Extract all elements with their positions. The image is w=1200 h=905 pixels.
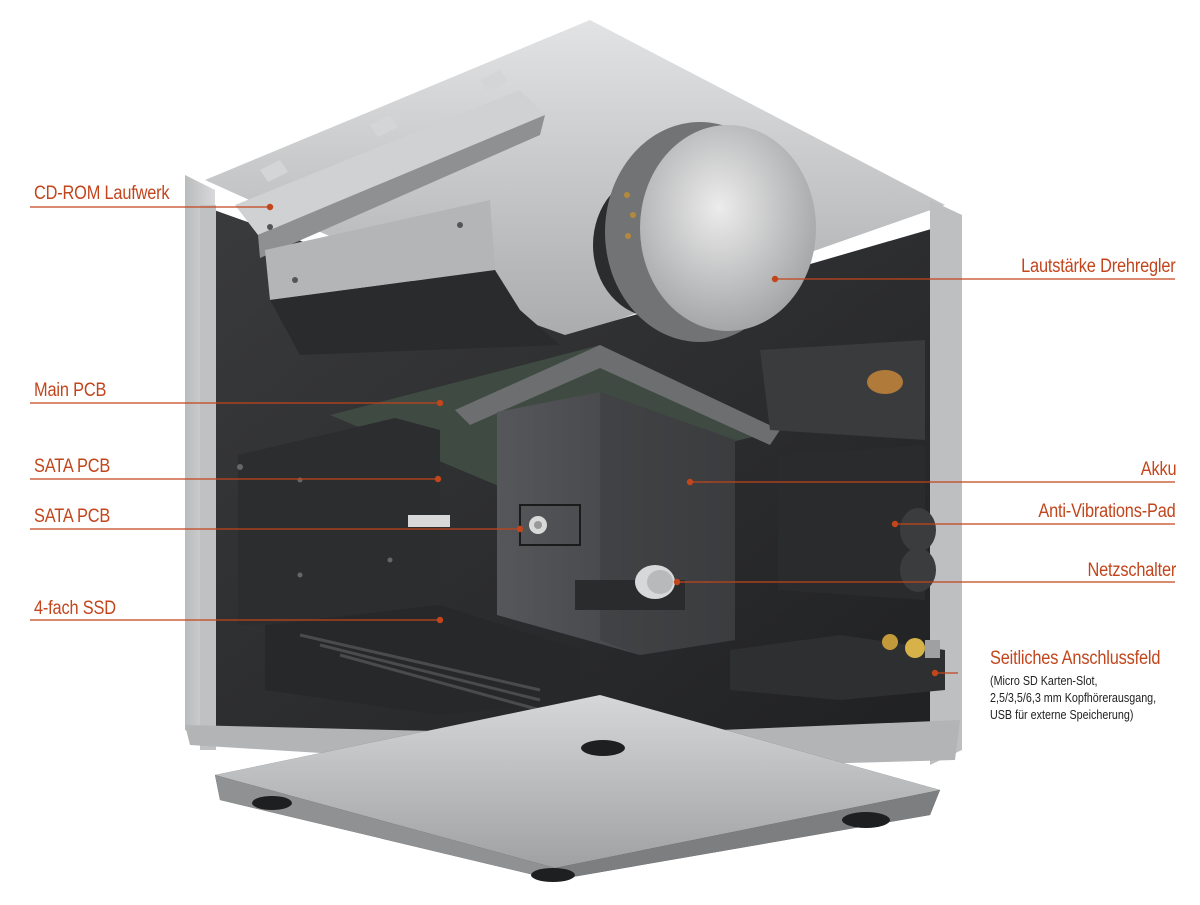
dot-battery	[686, 478, 694, 486]
dot-anti-vibration	[891, 520, 899, 528]
anti-vibration-pad	[778, 445, 936, 600]
side-connector-panel	[730, 634, 945, 700]
sata-pcb	[237, 418, 450, 625]
side-panel-detail-line: USB für externe Speicherung)	[990, 708, 1134, 722]
label-side-panel: Seitliches Anschlussfeld	[990, 648, 1161, 669]
cd-rom-drive	[235, 70, 560, 355]
label-sata-pcb-2: SATA PCB	[34, 506, 111, 527]
dot-sata-pcb-2	[516, 525, 524, 533]
label-sata-pcb-1: SATA PCB	[34, 456, 111, 477]
label-main-pcb: Main PCB	[34, 380, 107, 401]
base-plate	[215, 695, 940, 882]
dot-cd-rom	[266, 203, 274, 211]
label-cd-rom: CD-ROM Laufwerk	[34, 183, 170, 204]
dot-volume-knob	[771, 275, 779, 283]
power-switch	[575, 565, 685, 610]
leader-lines	[30, 206, 1175, 674]
dot-side-panel	[931, 669, 939, 677]
battery-block	[497, 392, 735, 655]
side-panel-details: (Micro SD Karten-Slot, 2,5/3,5/6,3 mm Ko…	[990, 673, 1156, 724]
dot-main-pcb	[436, 399, 444, 407]
dot-ssd	[436, 616, 444, 624]
dot-power-switch	[673, 578, 681, 586]
label-volume-knob: Lautstärke Drehregler	[1021, 256, 1177, 277]
side-panel-detail-line: (Micro SD Karten-Slot,	[990, 674, 1098, 688]
label-anti-vibration: Anti-Vibrations-Pad	[1038, 501, 1176, 522]
label-power-switch: Netzschalter	[1087, 560, 1176, 581]
ssd-stack	[265, 605, 580, 715]
dot-sata-pcb-1	[434, 475, 442, 483]
side-panel-detail-line: 2,5/3,5/6,3 mm Kopfhörerausgang,	[990, 691, 1157, 705]
label-ssd: 4-fach SSD	[34, 598, 116, 619]
label-battery: Akku	[1140, 459, 1176, 480]
callout-dots	[266, 203, 939, 677]
